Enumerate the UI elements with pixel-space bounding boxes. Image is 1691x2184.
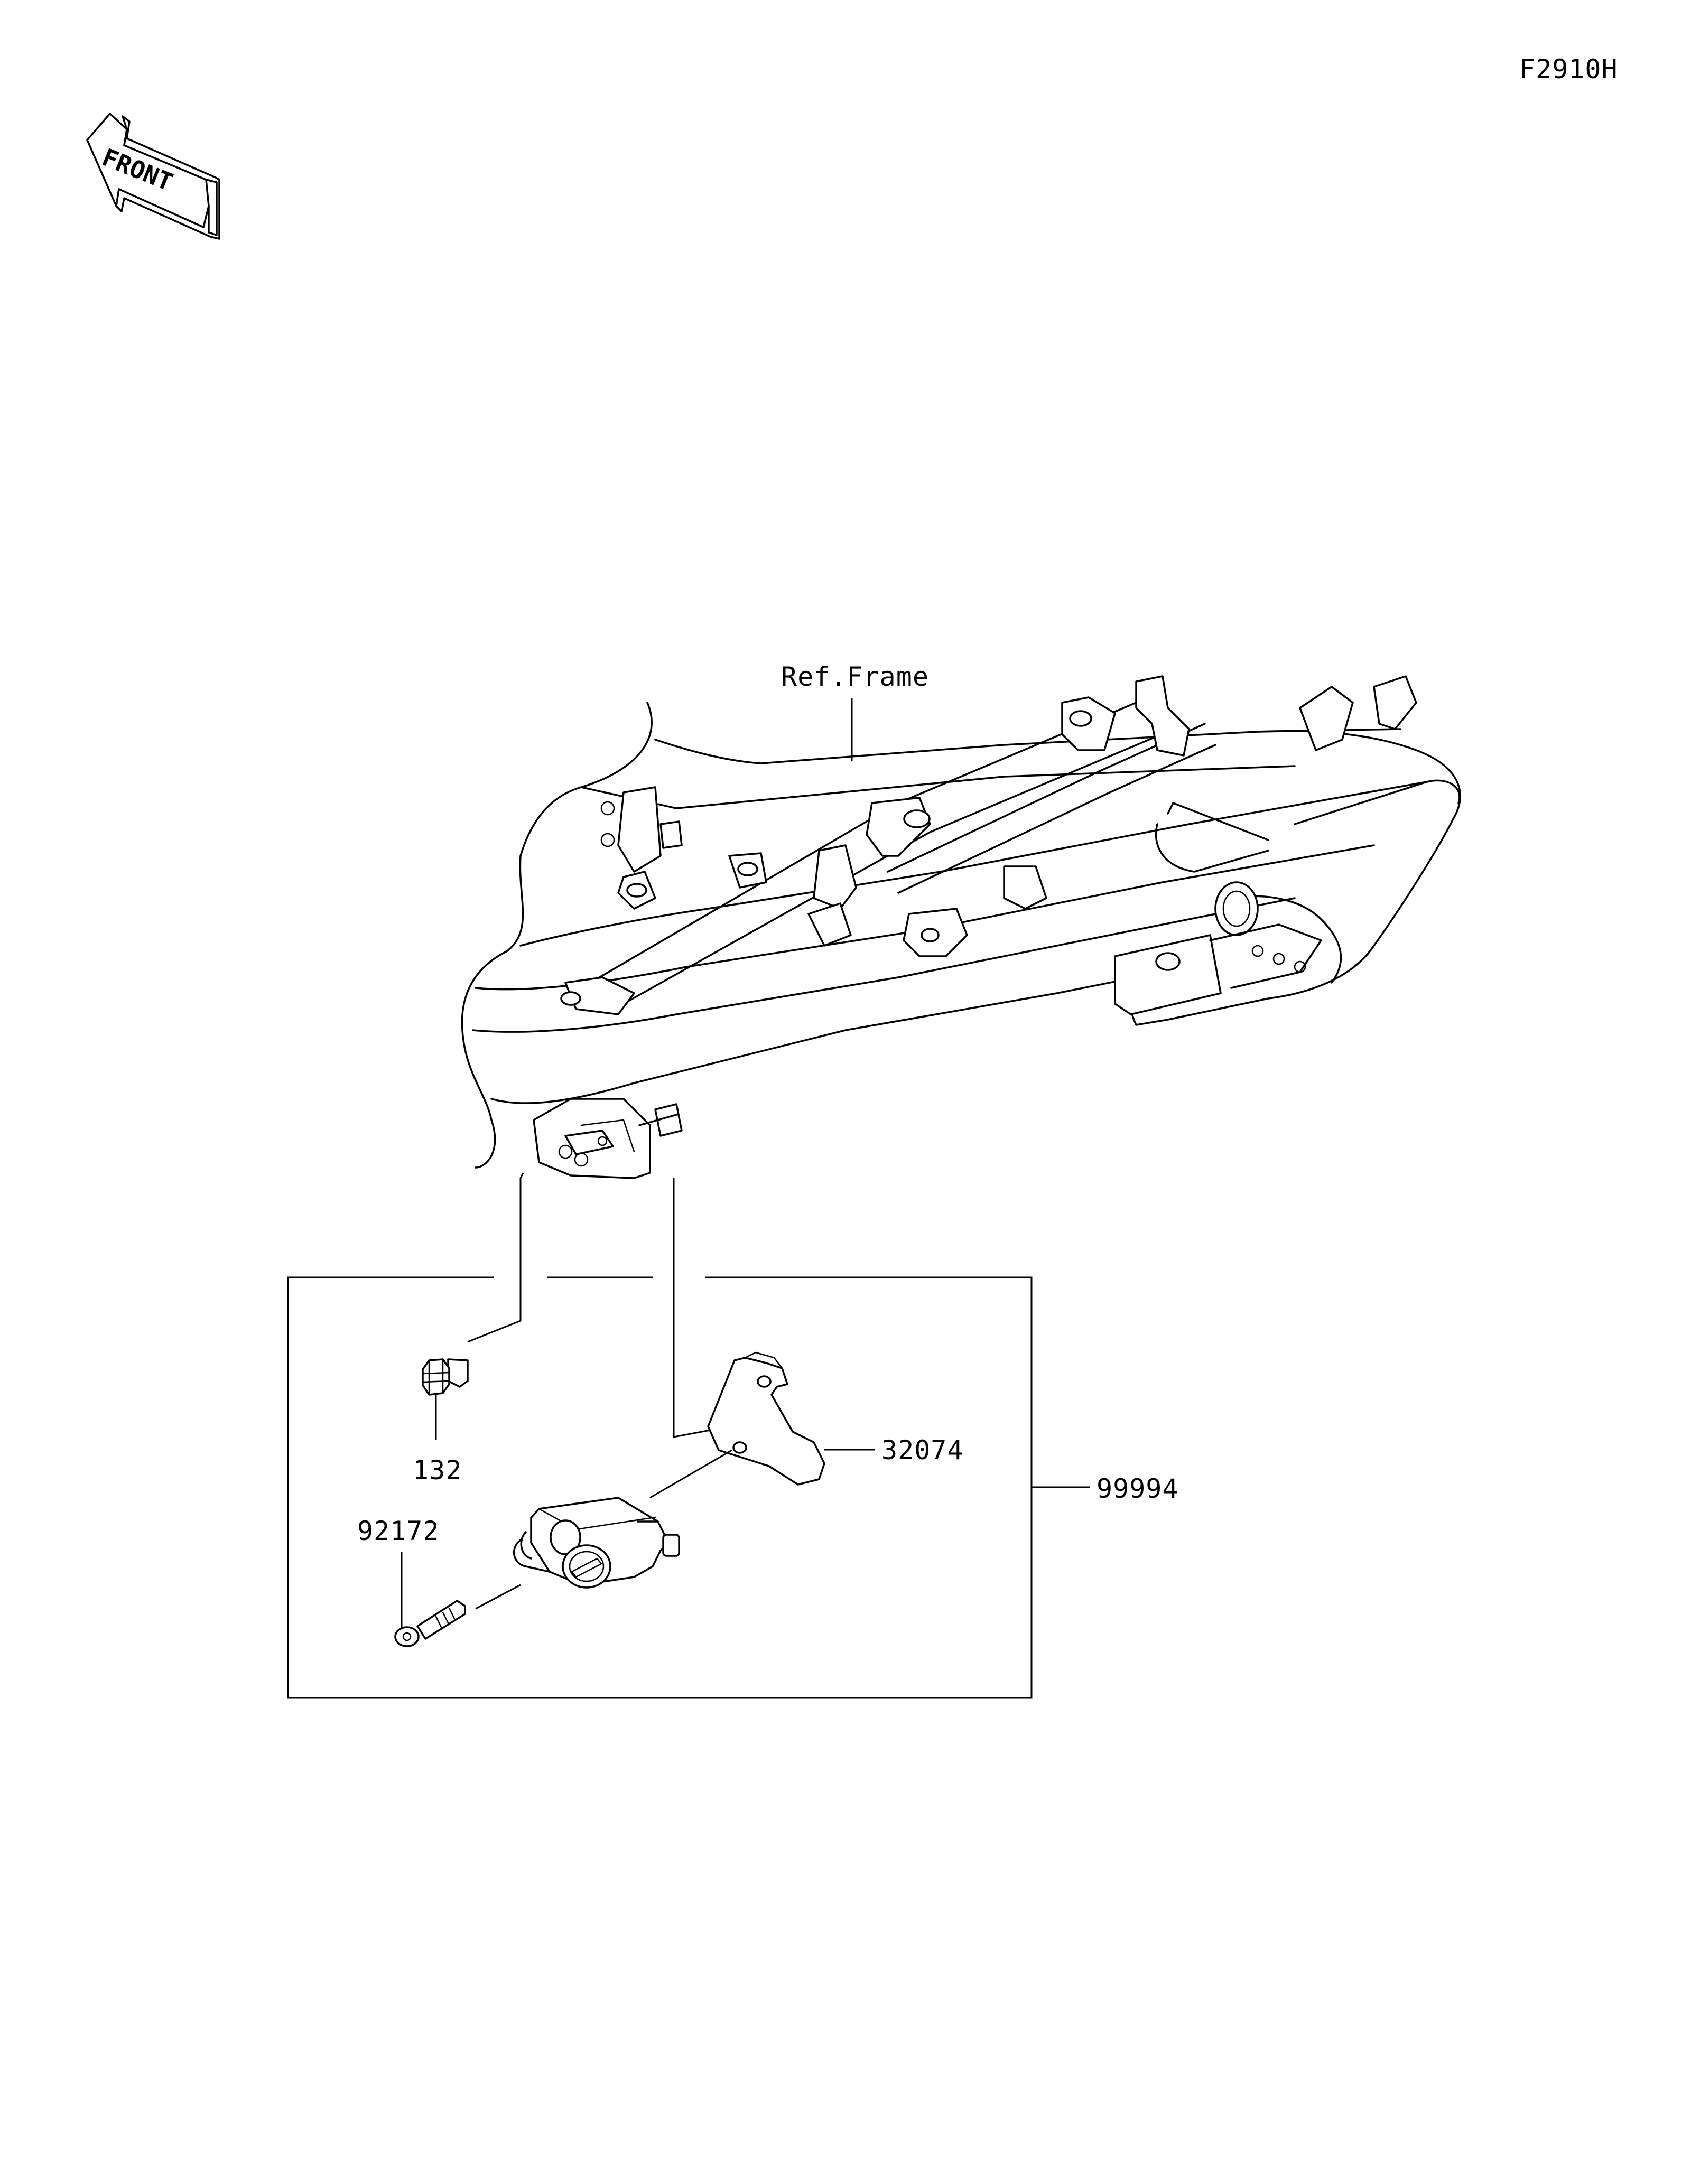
ref-frame-label: Ref.Frame: [781, 661, 929, 692]
diagram-code: F2910H: [1519, 54, 1618, 85]
pin-part-number: 92172: [357, 1516, 440, 1546]
front-arrow-icon: FRONT: [86, 113, 220, 240]
bolt-leader: [467, 1172, 524, 1343]
bolt-132: [422, 1358, 469, 1396]
kit-box: [287, 1276, 1033, 1699]
lock-leader: [649, 1449, 732, 1499]
bracket-part-number: 32074: [881, 1435, 964, 1466]
bolt-part-number: 132: [413, 1455, 462, 1486]
pin-leader: [475, 1584, 521, 1610]
lock-assembly: [513, 1497, 680, 1589]
bracket-32074: [707, 1351, 825, 1486]
frame-drawing: [461, 675, 1461, 1179]
pin-92172: [394, 1600, 466, 1647]
kit-part-number: 99994: [1097, 1473, 1179, 1504]
